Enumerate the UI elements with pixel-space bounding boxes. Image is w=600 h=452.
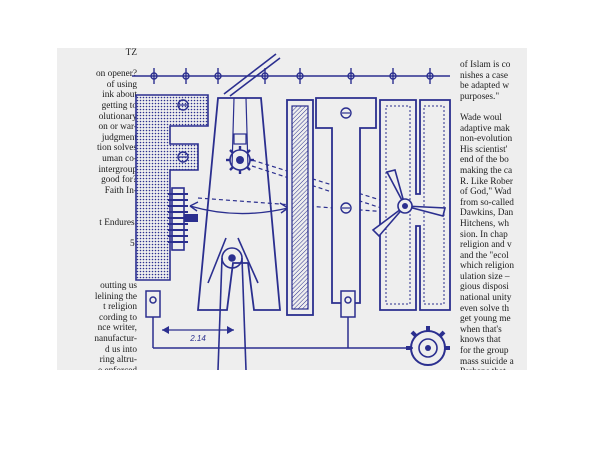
left-line: judgment xyxy=(101,132,137,143)
left-line: t Endures. xyxy=(99,217,137,228)
left-line: tion solves xyxy=(96,143,137,154)
left-line: on or war- xyxy=(98,122,137,133)
right-line: making the ca xyxy=(460,165,513,176)
right-line: adaptive mak xyxy=(460,123,510,134)
diagonal-rod xyxy=(223,53,281,97)
left-line: 5. xyxy=(130,238,137,249)
letter-h xyxy=(379,99,451,311)
gear-icon xyxy=(226,146,254,174)
right-line: Wade woul xyxy=(460,112,502,123)
top-rail xyxy=(132,68,450,84)
left-line: outting us xyxy=(100,281,137,292)
right-line: Perhaps that xyxy=(460,367,527,370)
right-line: national unity xyxy=(460,293,512,304)
letter-t xyxy=(315,97,377,304)
propeller-icon xyxy=(371,169,447,238)
left-line: nce writer, xyxy=(97,323,137,334)
right-line: which religion xyxy=(460,261,514,272)
right-line: even solve th xyxy=(460,303,510,314)
left-line: getting to xyxy=(101,100,137,111)
right-line: religion and v xyxy=(460,240,512,251)
right-line: get young me xyxy=(460,314,511,325)
right-line: of God," Wad xyxy=(460,187,512,198)
right-line: when that's xyxy=(460,324,502,335)
right-line: Hitchens, wh xyxy=(460,218,510,229)
right-line: gious disposi xyxy=(460,282,509,293)
left-line: t religion xyxy=(103,302,137,313)
right-line: nishes a case xyxy=(460,70,509,81)
measurement-label: 2.14 xyxy=(189,334,206,343)
left-line: nanufactur- xyxy=(94,334,137,345)
right-line: from so-called xyxy=(460,197,514,208)
letter-i xyxy=(286,99,314,316)
right-line: R. Like Rober xyxy=(460,176,513,187)
left-line: good for? xyxy=(101,175,137,186)
chain-belt xyxy=(207,237,259,370)
left-line: ring altru- xyxy=(99,355,137,366)
right-line: and the "ecol xyxy=(460,250,509,261)
measurement-arrow: 2.14 xyxy=(162,326,234,343)
right-line: Dawkins, Dan xyxy=(460,208,514,219)
left-line: on opener? xyxy=(95,69,137,80)
right-line: His scientist' xyxy=(460,144,508,155)
left-line: olutionary xyxy=(98,111,137,122)
right-line: sion. In chap xyxy=(460,229,508,240)
right-line: for the group xyxy=(460,346,509,357)
left-line: Faith In- xyxy=(104,185,137,196)
right-line: end of the bo xyxy=(460,155,509,166)
left-line: ink about xyxy=(102,90,137,101)
left-line: TZ xyxy=(125,48,137,58)
bottom-assembly xyxy=(145,290,413,349)
toothed-wheel-icon xyxy=(168,187,198,251)
right-line: knows that xyxy=(460,335,501,346)
left-line: cording to xyxy=(99,312,137,323)
left-line: e enforced xyxy=(81,366,137,370)
cog-wheel-icon xyxy=(406,326,450,366)
left-line: intergroup xyxy=(98,164,137,175)
right-line: of Islam is co xyxy=(460,60,511,70)
right-line: non-evolution xyxy=(460,134,513,145)
left-line: d us into xyxy=(104,344,137,355)
faith-blueprint-illustration: 2.14 xyxy=(132,53,451,370)
right-line: be adapted w xyxy=(460,81,510,92)
right-line xyxy=(460,102,527,113)
left-line: of using xyxy=(106,79,137,90)
left-line: lelining the xyxy=(94,291,137,302)
left-line: uman co- xyxy=(102,153,137,164)
right-line: mass suicide a xyxy=(460,356,514,367)
right-line: purposes." xyxy=(460,91,500,102)
letter-f xyxy=(135,94,209,281)
right-line: ulation size – xyxy=(460,271,510,282)
